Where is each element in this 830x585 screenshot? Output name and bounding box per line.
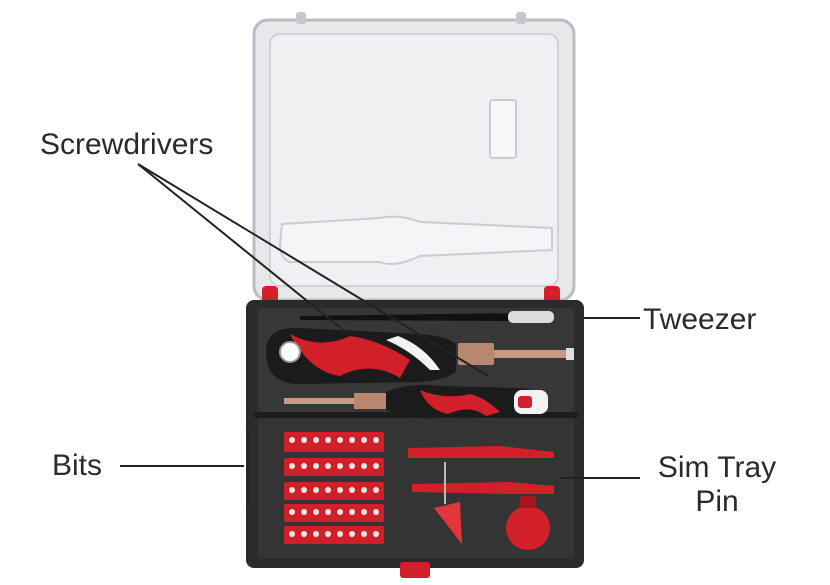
tweezer-shape — [300, 311, 554, 323]
case-lid — [252, 12, 576, 302]
sim-tray-pin-label-line2: Pin — [695, 485, 739, 518]
screwdrivers-leader-1 — [137, 163, 349, 335]
large-screwdriver-shape — [266, 327, 574, 384]
screwdrivers-label: Screwdrivers — [40, 128, 214, 161]
leader-lines — [120, 163, 640, 506]
tweezer-label: Tweezer — [643, 303, 757, 336]
sim-tray-pin-label-line1: Sim Tray — [657, 451, 777, 484]
pry-tools — [408, 446, 554, 550]
screwdrivers-leader-2 — [137, 163, 489, 377]
sim-tray-pin-label: Sim Tray Pin — [642, 451, 792, 519]
bits-label: Bits — [52, 449, 103, 482]
small-screwdriver-shape — [284, 384, 548, 419]
bits-grid — [284, 432, 384, 544]
